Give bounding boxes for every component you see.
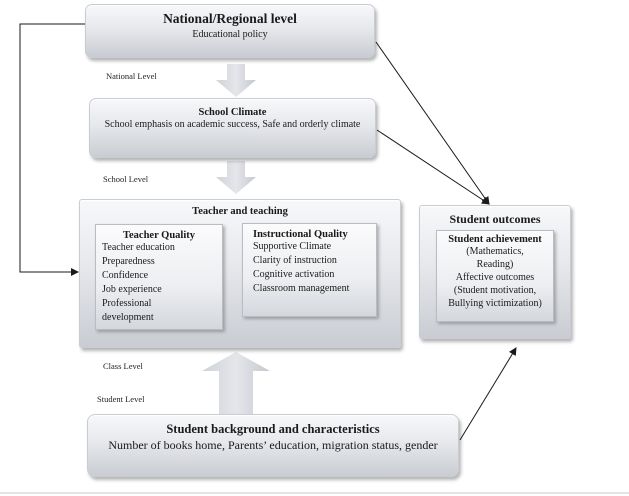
level-label-school: School Level xyxy=(103,174,149,184)
arrow-school-to-outcomes xyxy=(376,129,490,205)
block-arrow-school-to-class xyxy=(216,161,256,194)
list-item: Supportive Climate xyxy=(253,241,332,252)
student-outcomes-title: Student outcomes xyxy=(449,212,541,226)
national-level-text: Educational policy xyxy=(192,29,268,40)
school-climate-text: School emphasis on academic success, Saf… xyxy=(104,119,361,130)
level-label-class: Class Level xyxy=(103,361,143,371)
student-achievement-box: Student achievement (Mathematics, Readin… xyxy=(436,230,554,322)
list-item: Teacher education xyxy=(102,242,175,253)
list-item: Classroom management xyxy=(253,283,350,294)
feedback-line-national-to-teacher xyxy=(19,23,85,276)
student-achievement-title: Student achievement xyxy=(448,234,542,245)
arrow-national-to-outcomes xyxy=(375,41,490,205)
list-item: Confidence xyxy=(102,270,149,281)
instructional-quality-title: Instructional Quality xyxy=(253,229,348,240)
national-level-box: National/Regional level Educational poli… xyxy=(85,4,375,58)
block-arrow-national-to-school xyxy=(216,64,256,97)
list-item: Preparedness xyxy=(102,256,155,267)
teacher-quality-box: Teacher Quality Teacher education Prepar… xyxy=(95,224,223,330)
list-item: Cognitive activation xyxy=(253,269,335,280)
school-climate-title: School Climate xyxy=(198,107,267,118)
list-item: Job experience xyxy=(102,284,162,295)
list-item: Professional development xyxy=(102,298,154,323)
affective-outcomes-text: (Student motivation, Bullying victimizat… xyxy=(448,285,542,309)
student-background-text: Number of books home, Parents’ education… xyxy=(108,438,438,452)
teacher-quality-list: Teacher education Preparedness Confidenc… xyxy=(102,241,222,325)
student-achievement-text: (Mathematics, Reading) xyxy=(466,246,524,270)
student-background-title: Student background and characteristics xyxy=(166,422,380,436)
block-arrow-student-to-class xyxy=(202,352,270,414)
instructional-quality-box: Instructional Quality Supportive Climate… xyxy=(242,223,377,317)
school-climate-box: School Climate School emphasis on academ… xyxy=(89,98,376,158)
affective-outcomes-title: Affective outcomes xyxy=(455,272,535,283)
national-level-title: National/Regional level xyxy=(163,11,297,26)
instructional-quality-list: Supportive Climate Clarity of instructio… xyxy=(253,240,376,296)
teacher-teaching-title: Teacher and teaching xyxy=(192,206,288,217)
arrow-background-to-outcomes xyxy=(459,347,517,441)
level-label-student: Student Level xyxy=(97,394,145,404)
level-label-national: National Level xyxy=(106,71,157,81)
student-background-box: Student background and characteristics N… xyxy=(87,414,459,477)
teacher-quality-title: Teacher Quality xyxy=(122,230,196,241)
list-item: Clarity of instruction xyxy=(253,255,337,266)
